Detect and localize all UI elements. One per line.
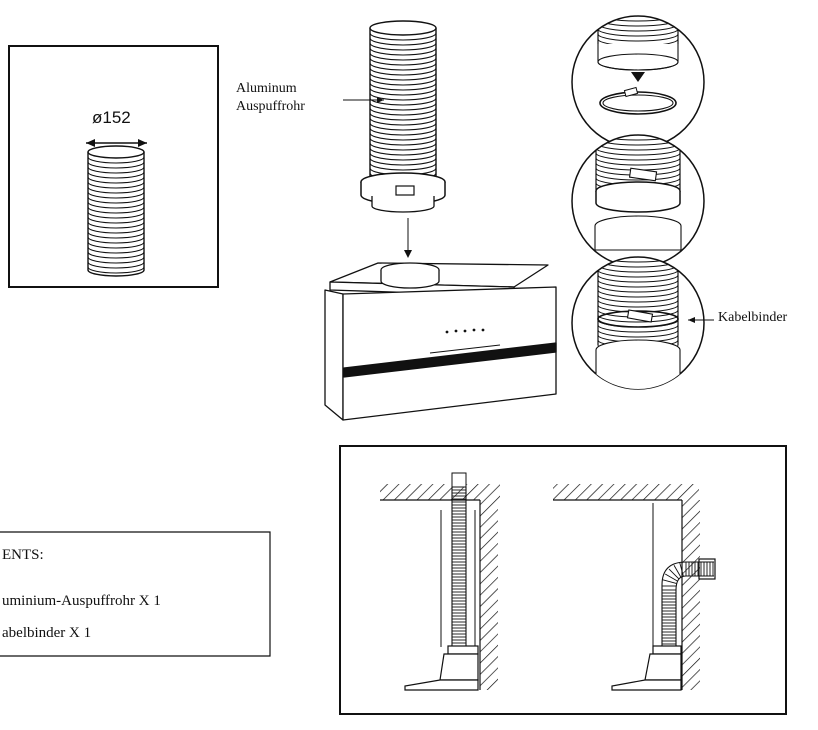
ceiling-hatch <box>553 484 699 500</box>
clamp-screw-detail <box>628 167 658 182</box>
diameter-label: ø152 <box>92 108 131 127</box>
vertical-duct <box>451 487 467 646</box>
panel-frame <box>8 45 219 288</box>
center-flex-pipe <box>343 20 446 258</box>
hood-stripe <box>343 342 557 378</box>
cable-tie-head <box>626 309 654 323</box>
elbow-duct <box>661 558 716 646</box>
component-item: uminium-Auspuffrohr X 1 <box>2 593 161 609</box>
ceiling-hatch <box>380 484 500 500</box>
installation-panel <box>339 445 787 715</box>
installation-elbow <box>553 484 716 691</box>
installation-frame <box>339 445 787 715</box>
pipe-label-line2: Auspuffrohr <box>236 99 305 114</box>
pipe-collar <box>371 196 435 213</box>
hood-light-bar <box>429 344 501 354</box>
detail-circle-2 <box>571 134 705 268</box>
wall-hatch <box>682 500 700 690</box>
hood-glass-panel <box>342 286 557 421</box>
small-flex-pipe-ribs <box>87 145 145 277</box>
pipe-label-arrow <box>377 97 384 103</box>
component-item: abelbinder X 1 <box>2 625 92 641</box>
center-flex-pipe-ribs <box>369 20 437 190</box>
duct-outlet <box>451 472 467 488</box>
wall-hatch <box>480 500 498 690</box>
cable-tie-arrow <box>688 317 695 323</box>
detail-circle-1 <box>571 15 705 149</box>
hood-outlet <box>380 270 440 289</box>
clamp-screw-detail <box>623 86 639 98</box>
detail-circle-3 <box>571 256 714 390</box>
hood-silhouette <box>404 645 479 691</box>
dimension-arrow-right <box>138 139 147 147</box>
range-hood <box>324 262 557 421</box>
hood-control-buttons <box>445 328 485 334</box>
installation-straight <box>380 472 500 691</box>
dimension-arrow-left <box>86 139 95 147</box>
hood-side-panel <box>324 289 344 421</box>
cable-tie-label: Kabelbinder <box>718 310 788 325</box>
clamp-screw <box>395 185 415 196</box>
components-heading: ENTS: <box>2 547 44 563</box>
components-box-frame <box>0 531 271 657</box>
pipe-dimension-panel <box>8 45 219 288</box>
hood-silhouette <box>611 645 682 691</box>
detail-arrow <box>631 72 645 82</box>
pipe-label-line1: Aluminum <box>236 81 297 96</box>
down-arrow-head <box>404 250 412 258</box>
